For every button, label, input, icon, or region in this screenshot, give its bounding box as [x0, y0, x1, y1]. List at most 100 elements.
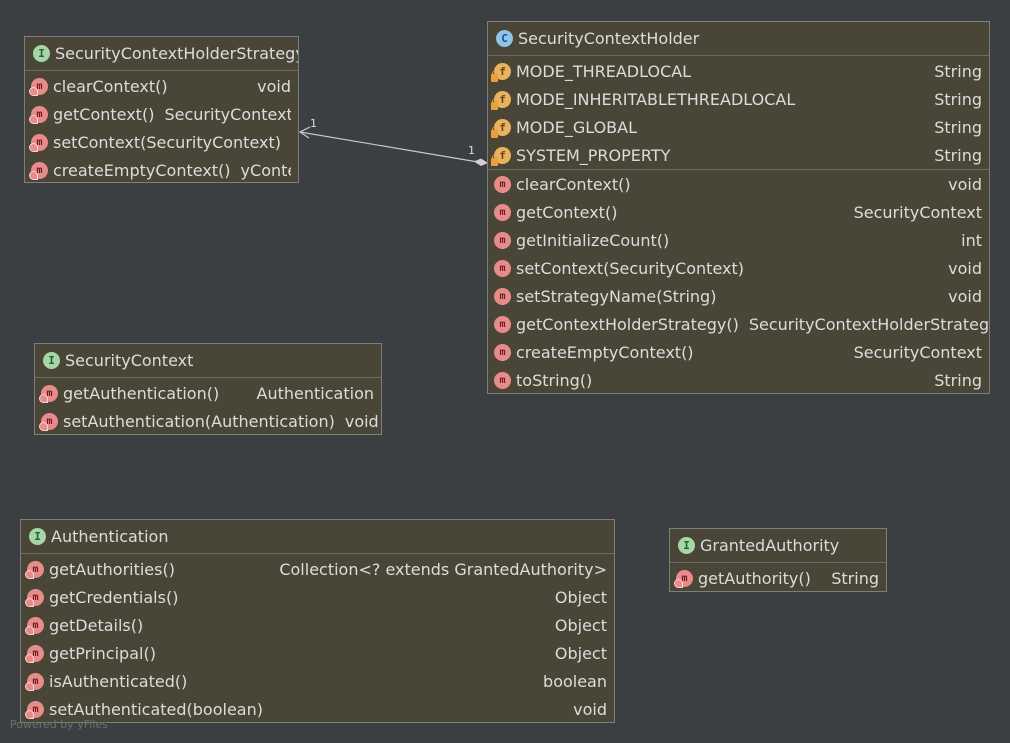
node-authentication[interactable]: I Authentication m getAuthorities() Coll… — [20, 519, 615, 723]
method-type: void — [344, 411, 379, 431]
method-type: Authentication — [256, 383, 374, 403]
method-icon: m — [494, 371, 511, 389]
method-row[interactable]: m setAuthentication(Authentication) void — [35, 407, 381, 434]
interface-icon: I — [43, 352, 60, 369]
method-row[interactable]: m setContext(SecurityContext) oid — [25, 128, 298, 156]
method-icon: m — [674, 569, 693, 588]
method-icon: m — [29, 105, 48, 124]
method-icon: m — [39, 412, 58, 431]
interface-icon: I — [29, 528, 46, 545]
method-row[interactable]: m getContext() SecurityContext — [25, 100, 298, 128]
method-icon: m — [25, 644, 44, 663]
method-row[interactable]: m isAuthenticated() boolean — [21, 667, 614, 695]
field-type: String — [934, 61, 982, 81]
method-name: getInitializeCount() — [516, 230, 670, 250]
method-name: getAuthentication() — [63, 383, 220, 403]
methods-section: m getAuthentication() Authentication m s… — [35, 378, 381, 434]
method-type: SecurityContext — [164, 104, 291, 124]
method-icon: m — [25, 700, 44, 719]
field-name: MODE_THREADLOCAL — [516, 61, 692, 81]
aggregation-diamond — [474, 158, 488, 166]
powered-by-footer: Powered by yFiles — [10, 718, 108, 731]
method-name: clearContext() — [53, 76, 168, 96]
method-row[interactable]: m setContext(SecurityContext) void — [488, 254, 989, 282]
method-type: Object — [554, 643, 607, 663]
node-header: I Authentication — [21, 520, 614, 554]
methods-section: m getAuthorities() Collection<? extends … — [21, 554, 614, 722]
method-icon: m — [29, 77, 48, 96]
method-icon: m — [25, 560, 44, 579]
node-header: I SecurityContext — [35, 344, 381, 378]
method-name: isAuthenticated() — [49, 671, 188, 691]
method-row[interactable]: m createEmptyContext() SecurityContext — [488, 338, 989, 366]
node-title: Authentication — [51, 527, 169, 546]
static-final-field-icon: f — [491, 90, 511, 110]
method-row[interactable]: m setAuthenticated(boolean) void — [21, 695, 614, 722]
method-name: getContext() — [53, 104, 155, 124]
method-name: getAuthorities() — [49, 559, 175, 579]
method-type: Collection<? extends GrantedAuthority> — [279, 559, 607, 579]
method-icon: m — [494, 343, 511, 361]
method-row[interactable]: m getCredentials() Object — [21, 583, 614, 611]
method-icon: m — [494, 203, 511, 221]
method-icon: m — [494, 175, 511, 193]
node-header: C SecurityContextHolder — [488, 22, 989, 56]
method-type: void — [257, 76, 291, 96]
methods-section: m clearContext() void m getContext() Sec… — [25, 71, 298, 182]
method-row[interactable]: m getContext() SecurityContext — [488, 198, 989, 226]
method-icon: m — [494, 259, 511, 277]
field-row[interactable]: f MODE_THREADLOCAL String — [488, 57, 989, 85]
method-row[interactable]: m getPrincipal() Object — [21, 639, 614, 667]
field-row[interactable]: f SYSTEM_PROPERTY String — [488, 141, 989, 169]
method-row[interactable]: m toString() String — [488, 366, 989, 393]
method-name: getContext() — [516, 202, 618, 222]
methods-section: m getAuthority() String — [670, 563, 886, 591]
static-final-field-icon: f — [491, 118, 511, 138]
node-title: SecurityContextHolder — [518, 29, 700, 48]
node-header: I SecurityContextHolderStrategy — [25, 37, 298, 71]
method-icon: m — [25, 672, 44, 691]
method-name: createEmptyContext() — [53, 160, 231, 180]
method-row[interactable]: m getAuthority() String — [670, 564, 886, 591]
method-name: getAuthority() — [698, 568, 811, 588]
method-row[interactable]: m clearContext() void — [488, 170, 989, 198]
field-type: String — [934, 89, 982, 109]
node-title: SecurityContextHolderStrategy — [55, 44, 299, 63]
navigation-arrowhead — [298, 126, 311, 139]
methods-section: m clearContext() void m getContext() Sec… — [488, 170, 989, 393]
method-type: void — [948, 286, 982, 306]
method-type: String — [831, 568, 879, 588]
method-type: String — [934, 370, 982, 390]
method-row[interactable]: m clearContext() void — [25, 72, 298, 100]
source-multiplicity: 1 — [468, 144, 475, 157]
method-name: getPrincipal() — [49, 643, 156, 663]
method-type: Object — [554, 587, 607, 607]
fields-section: f MODE_THREADLOCAL String f MODE_INHERIT… — [488, 56, 989, 170]
method-name: setStrategyName(String) — [516, 286, 717, 306]
method-row[interactable]: m getDetails() Object — [21, 611, 614, 639]
method-row[interactable]: m getContextHolderStrategy() SecurityCon… — [488, 310, 989, 338]
field-row[interactable]: f MODE_GLOBAL String — [488, 113, 989, 141]
method-name: toString() — [516, 370, 593, 390]
node-security-context-holder[interactable]: C SecurityContextHolder f MODE_THREADLOC… — [487, 21, 990, 394]
method-name: setContext(SecurityContext) — [53, 132, 281, 152]
method-row[interactable]: m setStrategyName(String) void — [488, 282, 989, 310]
node-security-context-holder-strategy[interactable]: I SecurityContextHolderStrategy m clearC… — [24, 36, 299, 183]
method-type: int — [961, 230, 982, 250]
field-row[interactable]: f MODE_INHERITABLETHREADLOCAL String — [488, 85, 989, 113]
method-icon: m — [29, 161, 48, 180]
method-type: Object — [554, 615, 607, 635]
method-type: SecurityContext — [853, 202, 982, 222]
aggregation-edge[interactable] — [299, 131, 479, 163]
method-icon: m — [494, 315, 511, 333]
method-name: getCredentials() — [49, 587, 179, 607]
method-name: setAuthentication(Authentication) — [63, 411, 335, 431]
method-type: void — [948, 174, 982, 194]
node-granted-authority[interactable]: I GrantedAuthority m getAuthority() Stri… — [669, 528, 887, 592]
method-row[interactable]: m getInitializeCount() int — [488, 226, 989, 254]
node-security-context[interactable]: I SecurityContext m getAuthentication() … — [34, 343, 382, 435]
method-row[interactable]: m getAuthorities() Collection<? extends … — [21, 555, 614, 583]
method-name: clearContext() — [516, 174, 631, 194]
method-row[interactable]: m createEmptyContext() yContext — [25, 156, 298, 182]
method-row[interactable]: m getAuthentication() Authentication — [35, 379, 381, 407]
